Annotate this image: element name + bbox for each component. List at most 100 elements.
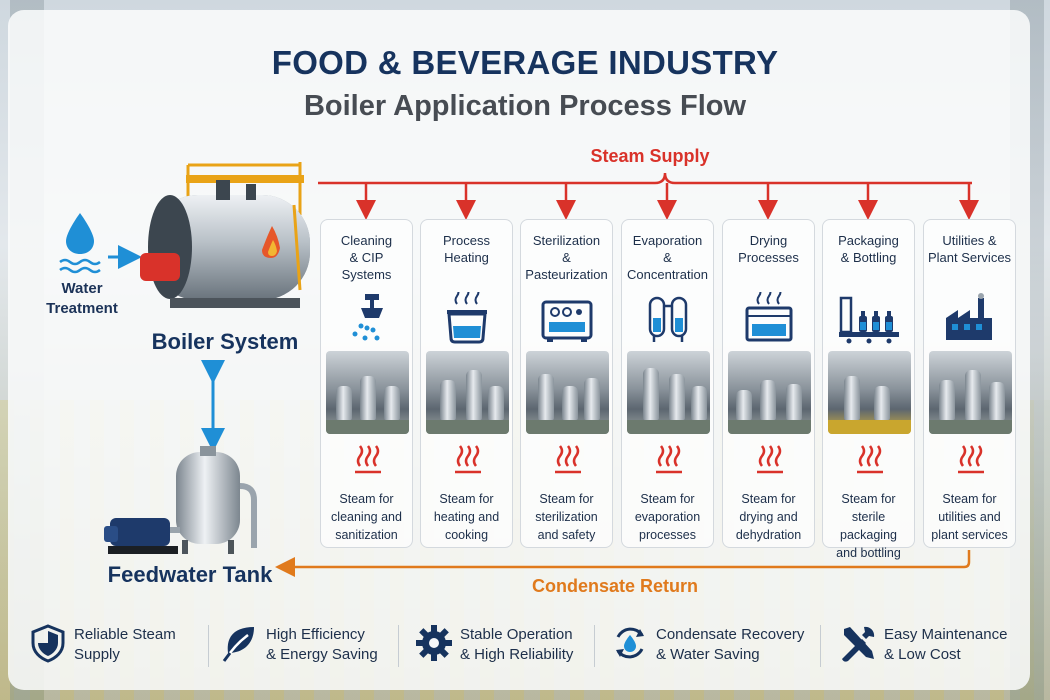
process-desc-line: Steam for: [339, 492, 394, 506]
process-photo: [929, 351, 1012, 434]
feature-line: & Energy Saving: [266, 646, 378, 663]
process-desc-line: evaporation: [634, 510, 701, 524]
steam-drop-arrows: [356, 183, 979, 220]
process-description: Steam for evaporation processes: [622, 490, 713, 544]
steam-icon: [355, 445, 381, 474]
process-card-evaporation: Evaporation & Concentration Steam for ev…: [621, 219, 714, 548]
process-card-packaging: Packaging & Bottling Steam for sterile p…: [822, 219, 915, 560]
steam-icon: [958, 445, 984, 474]
feature-strip: Reliable Steam Supply High Efficiency & …: [28, 617, 1018, 675]
feature-line: & Water Saving: [656, 646, 760, 663]
process-title-line: & Bottling: [840, 250, 897, 265]
process-description: Steam for cleaning and sanitization: [321, 490, 412, 544]
factory-icon: [946, 293, 992, 340]
boiler-system-label: Boiler System: [151, 329, 299, 354]
process-title: Evaporation & Concentration: [622, 232, 713, 283]
bottling-icon: [839, 296, 899, 344]
process-photo: [728, 351, 811, 434]
feature-text: High Efficiency & Energy Saving: [266, 625, 378, 665]
feature-line: High Efficiency: [266, 626, 365, 643]
gear-icon: [416, 625, 452, 661]
process-description: Steam for heating and cooking: [421, 490, 512, 544]
page-subtitle: Boiler Application Process Flow: [303, 90, 747, 122]
process-photo: [627, 351, 710, 434]
process-title-line: & CIP: [349, 250, 384, 265]
dryer-icon: [745, 292, 793, 342]
feature-line: Stable Operation: [460, 626, 573, 643]
process-title-line: & Concentration: [627, 250, 708, 282]
process-description: Steam for sterile packaging and bottling: [823, 490, 914, 562]
process-title-line: Process: [443, 233, 490, 248]
leaf-icon: [222, 627, 254, 662]
steam-supply-label: Steam Supply: [590, 146, 710, 166]
water-drop-icon: [59, 213, 101, 274]
process-title-line: Processes: [738, 250, 799, 265]
water-treatment-line: Water: [61, 280, 103, 297]
steam-supply-line: [318, 172, 972, 185]
recycle-drop-icon: [616, 627, 644, 659]
process-description: Steam for sterilization and safety: [521, 490, 612, 544]
steam-icon: [455, 445, 481, 474]
spray-nozzle-icon: [352, 294, 383, 341]
feature-line: Reliable Steam: [74, 626, 176, 643]
process-photo: [828, 351, 911, 434]
steam-icon: [656, 445, 682, 474]
process-title: Packaging & Bottling: [823, 232, 914, 266]
feedwater-tank-illustration: [104, 446, 257, 554]
process-card-utilities: Utilities & Plant Services Steam for uti…: [923, 219, 1016, 548]
process-title: Process Heating: [421, 232, 512, 266]
feature-line: & Low Cost: [884, 646, 961, 663]
process-card-sterilization: Sterilization & Pasteurization Steam for…: [520, 219, 613, 548]
feature-line: Condensate Recovery: [656, 626, 805, 643]
feature-divider: [208, 625, 209, 667]
condensate-return-label: Condensate Return: [531, 576, 699, 596]
feature-divider: [398, 625, 399, 667]
process-title-line: Drying: [749, 233, 788, 248]
steam-icon: [757, 445, 783, 474]
process-desc-line: and safety: [537, 528, 596, 542]
process-desc-line: utilities and: [938, 510, 1001, 524]
feature-text: Stable Operation & High Reliability: [460, 625, 573, 665]
feature-divider: [594, 625, 595, 667]
feature-line: Supply: [74, 646, 120, 663]
process-desc-line: drying and: [739, 510, 798, 524]
process-desc-line: Steam for: [640, 492, 695, 506]
shield-icon: [31, 624, 65, 663]
process-card-cleaning: Cleaning & CIP Systems Steam for cleanin…: [320, 219, 413, 548]
process-title-line: Cleaning: [340, 233, 393, 248]
sterilizer-icon: [541, 300, 593, 342]
boiler-illustration: [140, 162, 310, 308]
process-desc-line: Steam for: [942, 492, 997, 506]
process-desc-line: cleaning and: [331, 510, 402, 524]
tools-icon: [842, 626, 875, 662]
feature-text: Condensate Recovery & Water Saving: [656, 625, 804, 665]
process-desc-line: Steam for: [539, 492, 594, 506]
water-treatment-label: Water Treatment: [42, 279, 122, 319]
process-title: Cleaning & CIP Systems: [321, 232, 412, 283]
process-desc-line: processes: [639, 528, 696, 542]
process-desc-line: sanitization: [335, 528, 398, 542]
evaporator-icon: [648, 296, 688, 342]
feedwater-tank-label: Feedwater Tank: [107, 562, 273, 587]
process-description: Steam for drying and dehydration: [723, 490, 814, 544]
process-desc-line: cooking: [444, 528, 489, 542]
feature-line: Easy Maintenance: [884, 626, 1008, 643]
process-desc-line: Steam for: [439, 492, 494, 506]
process-desc-line: heating and: [433, 510, 500, 524]
process-desc-line: dehydration: [735, 528, 802, 542]
process-title-line: Utilities &: [942, 233, 997, 248]
process-desc-line: sterile packaging: [840, 510, 897, 542]
process-desc-line: Steam for: [841, 492, 896, 506]
process-photo: [526, 351, 609, 434]
feature-divider: [820, 625, 821, 667]
process-title-line: Systems: [341, 267, 392, 282]
process-title-line: Plant Services: [927, 250, 1012, 265]
feature-text: Reliable Steam Supply: [74, 625, 176, 665]
process-title-line: & Pasteurization: [525, 250, 608, 282]
process-title-line: Sterilization: [532, 233, 601, 248]
condensate-return-line: [275, 550, 971, 577]
feature-line: & High Reliability: [460, 646, 574, 663]
process-desc-line: and bottling: [836, 546, 901, 560]
process-title: Sterilization & Pasteurization: [521, 232, 612, 283]
